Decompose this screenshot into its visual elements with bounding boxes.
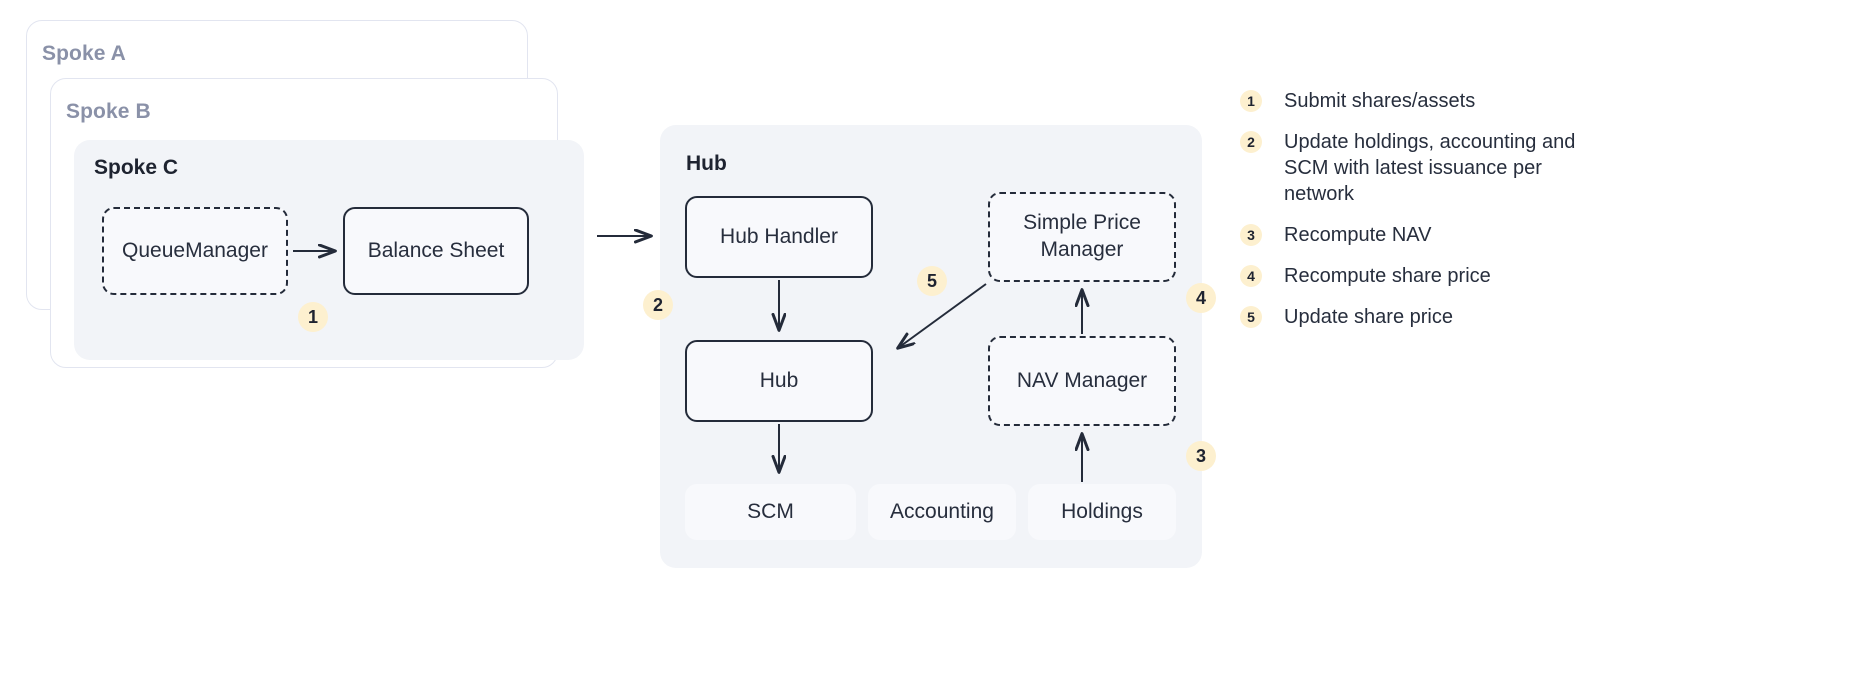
- legend-badge-1: 1: [1240, 90, 1262, 112]
- legend-item-4: 4 Recompute share price: [1240, 263, 1600, 289]
- legend-item-2: 2 Update holdings, accounting and SCM wi…: [1240, 129, 1600, 207]
- node-nav-manager[interactable]: NAV Manager: [988, 336, 1176, 426]
- step-marker-5: 5: [917, 266, 947, 296]
- node-scm[interactable]: SCM: [685, 484, 856, 540]
- legend-badge-5: 5: [1240, 306, 1262, 328]
- legend-text-3: Recompute NAV: [1284, 224, 1432, 246]
- node-hub[interactable]: Hub: [685, 340, 873, 422]
- node-simple-price-manager[interactable]: Simple Price Manager: [988, 192, 1176, 282]
- spoke-b-label: Spoke B: [66, 100, 151, 123]
- legend-item-1: 1 Submit shares/assets: [1240, 88, 1600, 114]
- legend-badge-4: 4: [1240, 265, 1262, 287]
- node-queue-manager[interactable]: QueueManager: [102, 207, 288, 295]
- spoke-a-label: Spoke A: [42, 42, 126, 65]
- step-marker-2: 2: [643, 290, 673, 320]
- legend-item-5: 5 Update share price: [1240, 304, 1600, 330]
- step-marker-3: 3: [1186, 441, 1216, 471]
- legend-text-5: Update share price: [1284, 306, 1453, 328]
- node-holdings[interactable]: Holdings: [1028, 484, 1176, 540]
- legend-text-1: Submit shares/assets: [1284, 90, 1476, 112]
- node-balance-sheet[interactable]: Balance Sheet: [343, 207, 529, 295]
- step-marker-4: 4: [1186, 283, 1216, 313]
- legend-text-4: Recompute share price: [1284, 265, 1491, 287]
- spoke-c-label: Spoke C: [94, 156, 179, 179]
- step-marker-1: 1: [298, 302, 328, 332]
- node-hub-handler[interactable]: Hub Handler: [685, 196, 873, 278]
- legend: 1 Submit shares/assets 2 Update holdings…: [1240, 88, 1600, 345]
- legend-badge-2: 2: [1240, 131, 1262, 153]
- node-accounting[interactable]: Accounting: [868, 484, 1016, 540]
- legend-text-2: Update holdings, accounting and SCM with…: [1284, 131, 1576, 205]
- legend-item-3: 3 Recompute NAV: [1240, 222, 1600, 248]
- hub-label: Hub: [686, 152, 727, 175]
- legend-badge-3: 3: [1240, 224, 1262, 246]
